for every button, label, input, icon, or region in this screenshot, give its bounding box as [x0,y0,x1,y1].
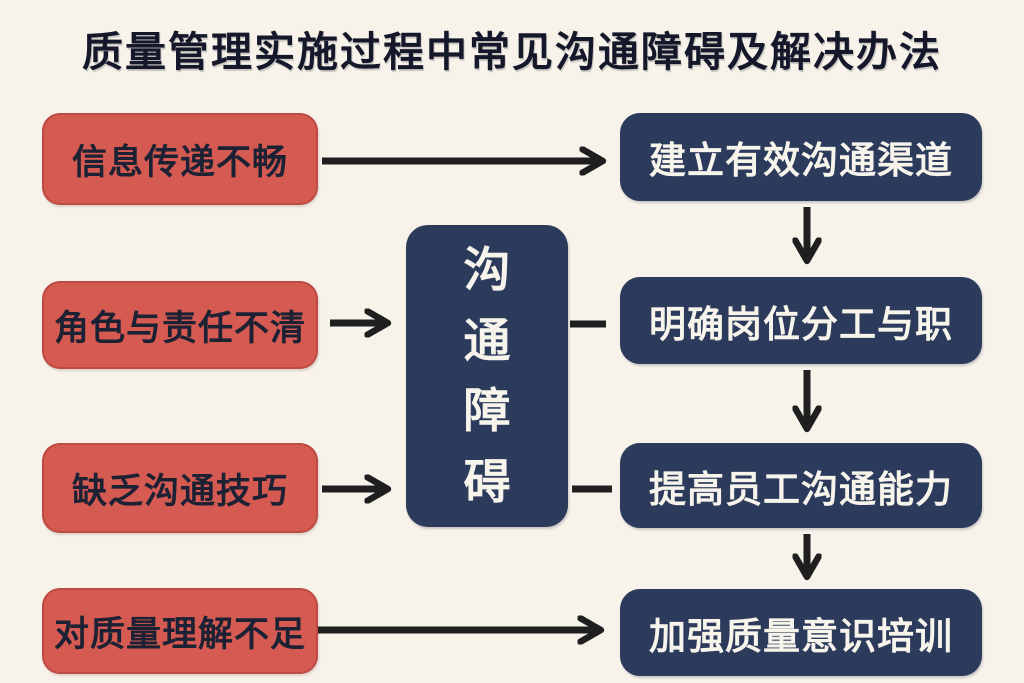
barrier-label: 信息传递不畅 [71,142,288,182]
solution-box-channels: 建立有效沟通渠道 [620,113,982,201]
solution-box-awareness-training: 加强质量意识培训 [620,589,982,676]
center-hub-communication-barrier: 沟通障碍 [406,225,568,527]
solution-label: 提高员工沟通能力 [649,468,953,510]
center-hub-label: 沟通障碍 [463,243,511,508]
solution-label: 建立有效沟通渠道 [649,140,953,181]
barrier-box-lack-skills: 缺乏沟通技巧 [42,443,318,533]
solution-box-job-division: 明确岗位分工与职 [620,277,982,364]
barrier-label: 缺乏沟通技巧 [71,471,288,511]
barrier-box-quality-understanding: 对质量理解不足 [42,588,318,674]
barrier-label: 对质量理解不足 [53,614,306,654]
barrier-box-info-flow: 信息传递不畅 [42,113,318,205]
solution-label: 明确岗位分工与职 [649,303,953,345]
barrier-box-roles-unclear: 角色与责任不清 [42,281,318,369]
barrier-label: 角色与责任不清 [53,308,306,348]
solution-box-employee-skills: 提高员工沟通能力 [620,443,982,528]
diagram-title: 质量管理实施过程中常见沟通障碍及解决办法 [82,29,942,75]
solution-label: 加强质量意识培训 [649,615,953,657]
